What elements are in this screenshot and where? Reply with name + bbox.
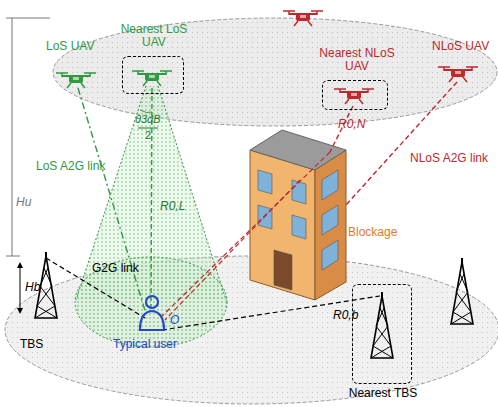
art-path [140,110,152,113]
art-polygon [250,150,315,300]
art-line [6,18,50,19]
height-label: Hb [25,281,40,294]
art-line [46,258,145,318]
art-polygon [17,262,23,268]
uav-label: NLoS UAV [432,40,489,53]
height-label: Hu [16,196,31,209]
art-polygon [322,170,338,200]
art-line [12,18,13,256]
art-line [162,296,380,330]
art-use [56,73,96,88]
uav-label: LoS UAV [46,40,94,53]
art-polygon [322,205,338,235]
art-use [438,67,478,82]
art-path [140,311,164,330]
building [250,130,346,300]
art-polygon [322,240,338,270]
tbs-icons [35,252,473,358]
uav-plane [53,18,497,126]
art-polygon [258,170,272,194]
tbs-label: TBS [20,338,43,351]
distance-label: R0,b [333,309,358,322]
link-label: G2G link [92,262,139,275]
art-use [451,258,473,324]
uav-highlight: Nearest NLoS UAV [322,80,388,110]
user-label: Typical user [113,338,177,351]
node-label: Nearest LoS UAV [111,23,197,49]
art-ellipse [53,18,497,126]
distance-label: R0,L [160,200,185,213]
art-line [138,128,158,129]
art-line [162,152,330,316]
art-polygon [315,150,346,300]
uav-highlight: Nearest LoS UAV [122,56,184,94]
origin-label: O [170,314,179,327]
art-use [371,292,393,358]
art-use [334,89,374,104]
links [46,82,457,330]
art-polygon [292,215,306,239]
art-g [258,170,338,290]
obstacle-label: Blockage [348,226,397,239]
angle-label: 2 [145,129,151,142]
art-line [20,264,21,312]
node-label: Nearest TBS [333,387,433,400]
uav-icons [56,11,478,104]
art-line [346,82,457,205]
art-use [283,11,323,26]
art-use [132,71,172,86]
node-label: Nearest NLoS UAV [317,47,397,73]
art-polygon [292,180,306,204]
art-circle [146,296,158,308]
link-label: NLoS A2G link [410,152,488,165]
angle-label: θ3dB [135,113,161,126]
user-icon [140,296,164,330]
tbs-highlight: Nearest TBS [352,284,412,384]
art-line [6,256,20,257]
beam-coverage [75,86,227,347]
art-polygon [17,308,23,314]
art-ellipse [75,257,227,347]
art-polygon [274,250,292,290]
distance-label: R0,N [338,118,365,131]
link-label: LoS A2G link [36,160,105,173]
